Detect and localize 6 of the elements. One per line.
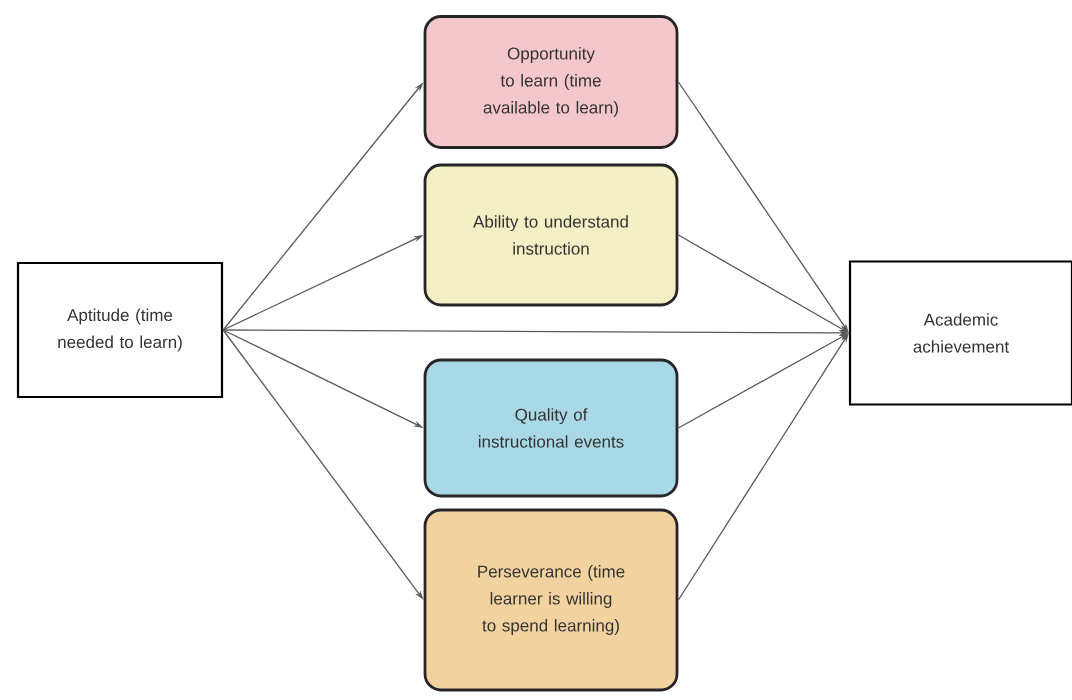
- text-box: Aptitude (time needed to learn): [16, 261, 224, 399]
- rounded-box: Quality of instructional events: [423, 358, 679, 498]
- text-box: Academic achievement: [848, 260, 1072, 406]
- rounded-box: Opportunity to learn (time available to learn): [423, 15, 679, 149]
- rounded-box: Perseverance (time learner is willing to spend learning): [423, 508, 679, 692]
- rounded-box: Ability to understand instruction: [423, 163, 679, 307]
